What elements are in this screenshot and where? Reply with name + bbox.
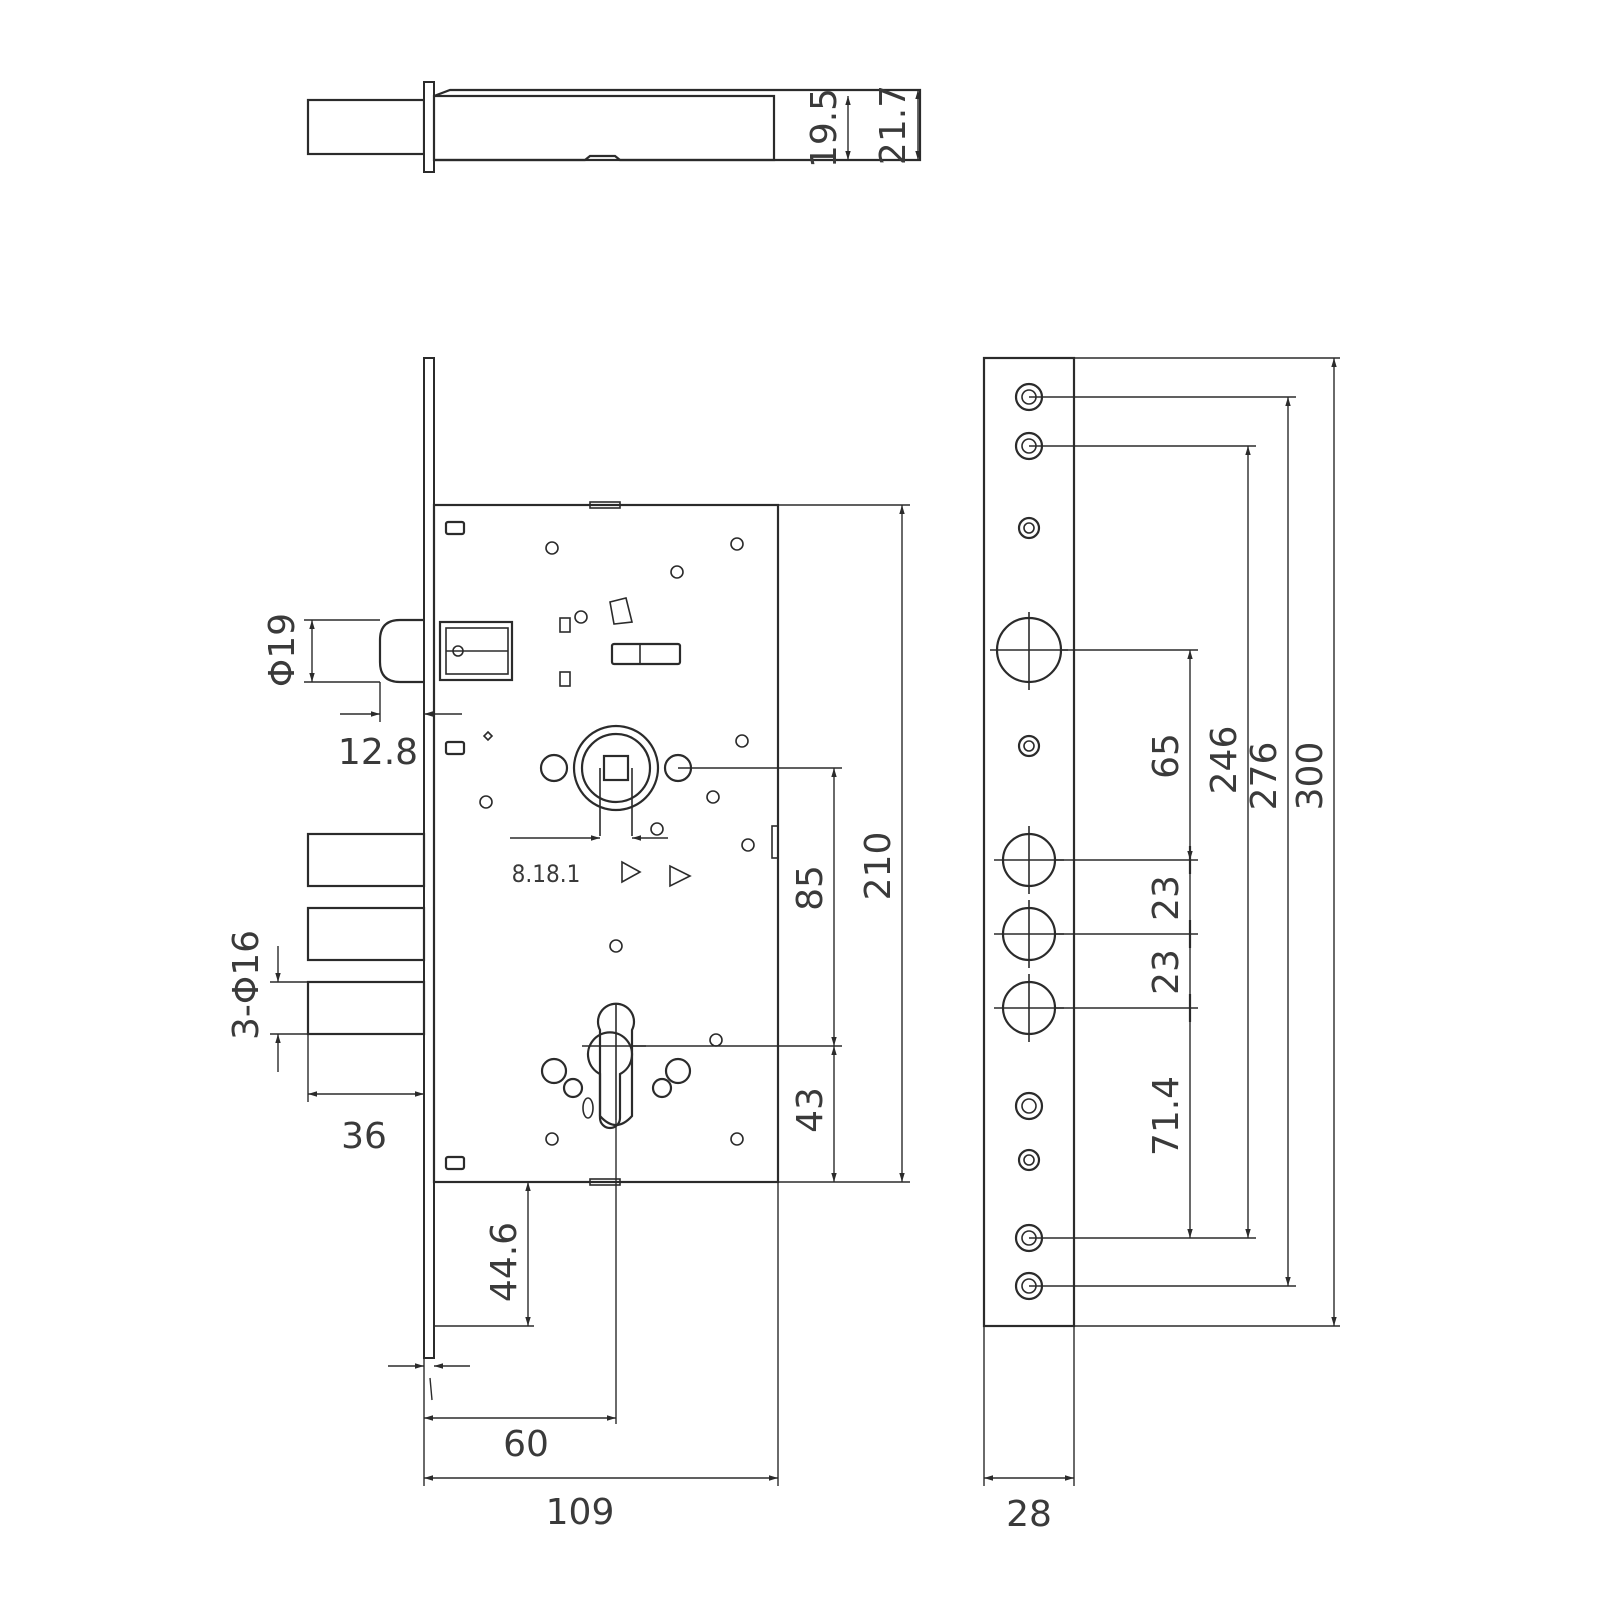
front-view: Φ19 12.8 8.18.1 3-Φ16 bbox=[226, 357, 910, 1533]
lock-case bbox=[432, 503, 780, 1184]
latch-bolt bbox=[378, 618, 424, 684]
case-top-tab bbox=[589, 501, 621, 509]
dim-label-21-7: 21.7 bbox=[873, 85, 914, 165]
case-side-notch bbox=[771, 825, 779, 859]
dim-label-60: 60 bbox=[503, 1424, 549, 1465]
dim-label-12-8: 12.8 bbox=[338, 732, 418, 773]
faceplate bbox=[423, 357, 435, 1359]
dim-label-phi19: Φ19 bbox=[262, 613, 303, 687]
dim-label-43: 43 bbox=[790, 1087, 831, 1133]
side-faceplate bbox=[982, 356, 1076, 1328]
dim-label-276: 276 bbox=[1244, 742, 1285, 811]
dim-label-300: 300 bbox=[1290, 742, 1331, 811]
mount-slot-bottom bbox=[444, 1155, 466, 1171]
selector-slide bbox=[610, 642, 682, 666]
side-view: 65 23 23 71.4 246 276 300 28 bbox=[982, 356, 1340, 1535]
case-bottom-tab bbox=[589, 1178, 621, 1186]
dim-label-28: 28 bbox=[1006, 1494, 1052, 1535]
dim-label-spindle: 8.18.1 bbox=[512, 860, 581, 888]
screw-holes bbox=[1014, 382, 1044, 1301]
triangle-mark-left bbox=[621, 860, 642, 884]
dim-label-36: 36 bbox=[341, 1116, 387, 1157]
cylinder-cutout bbox=[540, 1002, 692, 1130]
top-case-outline bbox=[433, 88, 922, 162]
top-view: 19.5 21.7 bbox=[306, 81, 922, 173]
bolt-openings bbox=[990, 612, 1068, 1042]
dim-label-44-6: 44.6 bbox=[484, 1222, 525, 1302]
mount-slot-top bbox=[444, 520, 466, 536]
spindle-hub bbox=[539, 724, 693, 836]
latch-bolt-body bbox=[438, 620, 514, 682]
triangle-mark-right bbox=[669, 864, 692, 888]
dim-label-246: 246 bbox=[1204, 726, 1245, 795]
dim-label-85: 85 bbox=[790, 865, 831, 911]
deadbolts bbox=[306, 832, 426, 1036]
dim-label-65: 65 bbox=[1146, 733, 1187, 779]
top-faceplate bbox=[423, 81, 435, 173]
case-holes bbox=[479, 537, 755, 1146]
dim-label-109: 109 bbox=[546, 1492, 615, 1533]
dim-label-23a: 23 bbox=[1146, 875, 1187, 921]
dim-label-71-4: 71.4 bbox=[1146, 1076, 1187, 1156]
mount-slot-mid bbox=[444, 740, 466, 756]
dim-label-19-5: 19.5 bbox=[804, 88, 845, 168]
top-case-inner bbox=[432, 94, 776, 162]
dim-label-bolts: 3-Φ16 bbox=[226, 930, 267, 1040]
dim-label-210: 210 bbox=[858, 832, 899, 901]
dim-label-23b: 23 bbox=[1146, 949, 1187, 995]
top-latch-bolt bbox=[306, 98, 426, 156]
